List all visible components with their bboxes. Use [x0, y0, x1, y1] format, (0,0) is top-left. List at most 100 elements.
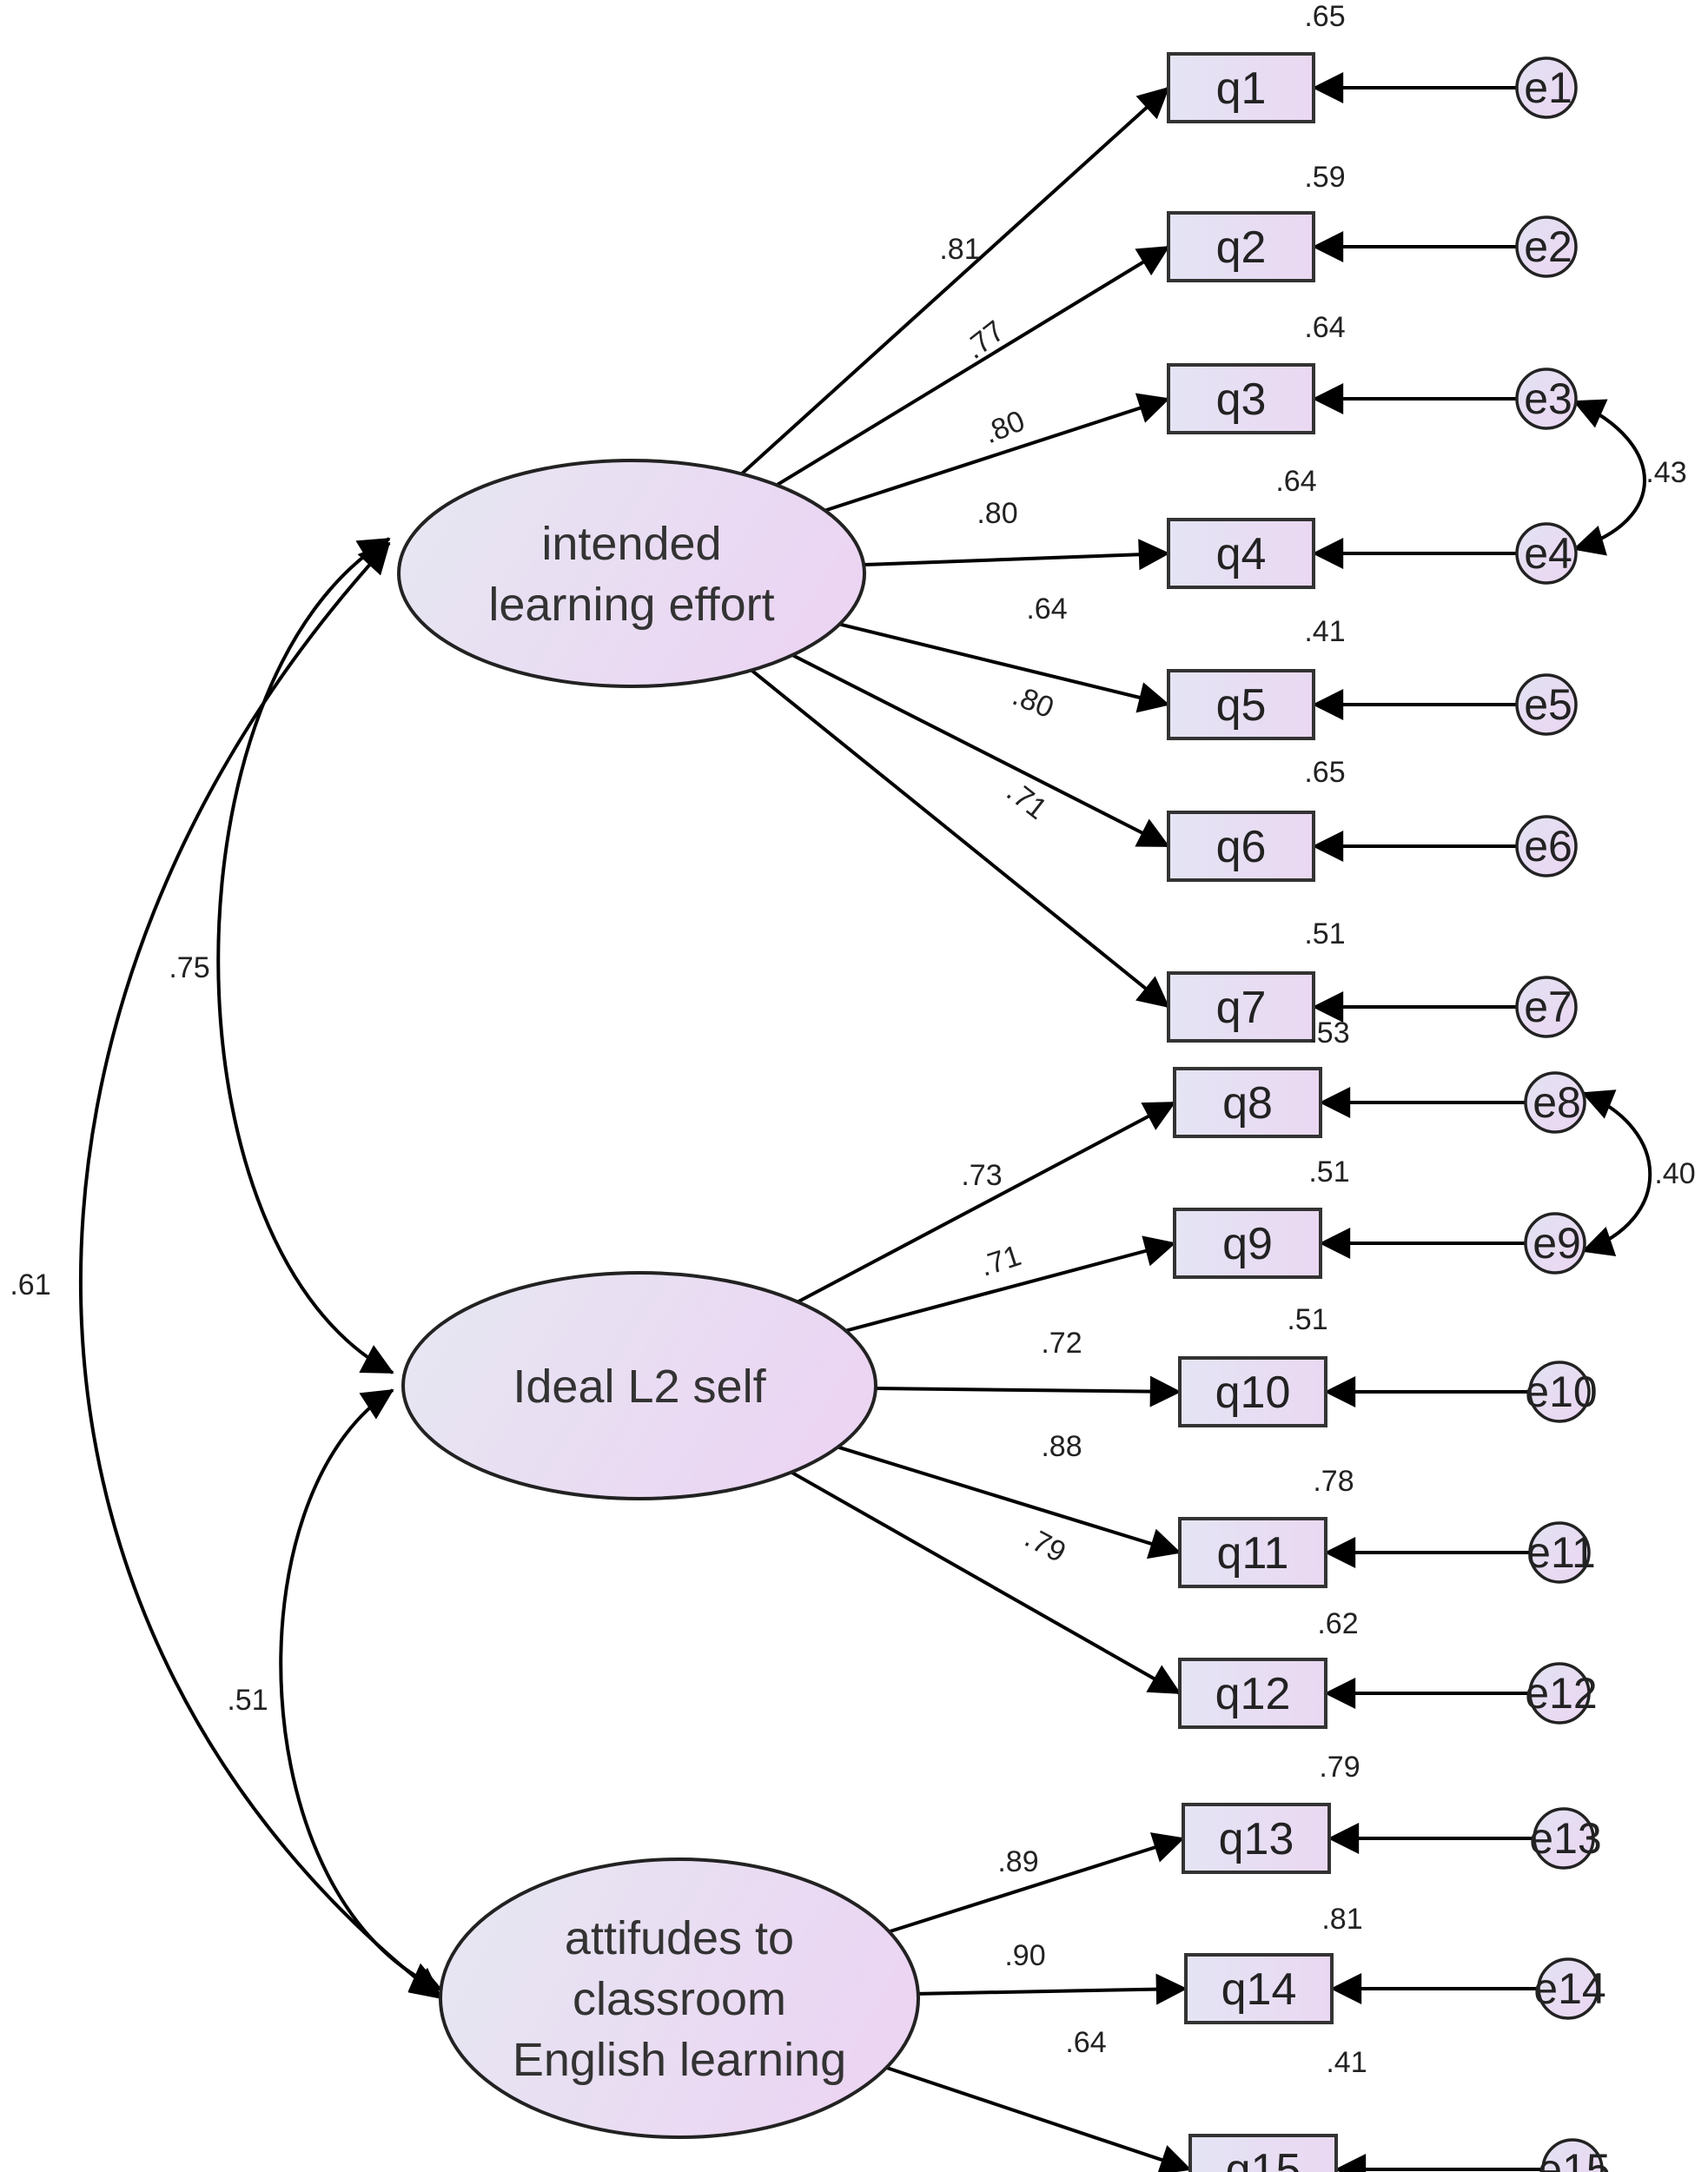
loading-label-q5: .64 [1026, 593, 1067, 626]
loading-label-q1: .81 [939, 233, 980, 266]
error-label-e8: e8 [1533, 1078, 1581, 1127]
loading-label-q10: .72 [1041, 1327, 1082, 1360]
error-covariance-e8-e9 [1581, 1089, 1652, 1257]
loading-arrow-q9 [845, 1235, 1176, 1333]
indicator-label-q14: q14 [1221, 1964, 1297, 2015]
error-covariance-label-e8-e9: .40 [1654, 1157, 1695, 1190]
r-squared-label-q14: .81 [1321, 1903, 1362, 1936]
indicator-label-q8: q8 [1222, 1078, 1273, 1129]
r-squared-label-q10: .51 [1287, 1303, 1327, 1336]
error-circle-e1 [1515, 56, 1578, 119]
r-squared-label-q5: .41 [1304, 615, 1345, 648]
indicator-label-q2: q2 [1216, 222, 1267, 273]
loading-arrow-q8 [797, 1101, 1176, 1304]
loading-label-q3: .80 [979, 404, 1029, 450]
edges-layer [78, 72, 1652, 2172]
r-squared-label-q4: .64 [1275, 465, 1316, 498]
indicator-label-q13: q13 [1219, 1814, 1294, 1864]
loading-arrow-q10 [875, 1375, 1182, 1407]
indicator-box-q6 [1167, 811, 1315, 882]
loading-arrow-q15 [885, 2065, 1192, 2172]
error-label-e9: e9 [1533, 1219, 1581, 1268]
latent-ellipse-l2 [401, 1271, 877, 1500]
error-label-e1: e1 [1524, 63, 1572, 112]
error-circle-e8 [1524, 1071, 1586, 1134]
r-squared-label-q3: .64 [1304, 311, 1345, 344]
error-label-e3: e3 [1524, 374, 1572, 423]
error-circle-e14 [1537, 1957, 1599, 2020]
loading-label-q15: .64 [1065, 2026, 1106, 2059]
loading-arrow-q6 [791, 653, 1170, 848]
error-circle-e6 [1515, 815, 1578, 877]
correlation-arc-l1-l2 [216, 537, 394, 1374]
error-label-e11: e11 [1526, 1528, 1596, 1577]
loading-arrow-q4 [864, 539, 1170, 571]
loading-label-q8: .73 [961, 1159, 1002, 1192]
error-covariance-label-e3-e4: .43 [1645, 456, 1686, 489]
indicator-box-q3 [1167, 363, 1315, 434]
latent-label-l2-line-1: Ideal L2 self [513, 1361, 766, 1413]
indicator-box-q7 [1167, 971, 1315, 1043]
r-squared-label-q9: .51 [1308, 1156, 1349, 1189]
error-label-e15: e15 [1538, 2145, 1610, 2172]
error-circle-e4 [1515, 522, 1578, 585]
indicator-label-q1: q1 [1216, 63, 1267, 114]
indicator-box-q1 [1167, 52, 1315, 123]
loading-arrow-q14 [917, 1973, 1188, 2005]
indicator-box-q2 [1167, 211, 1315, 282]
latent-label-l3-line-3: English learning [513, 2034, 846, 2086]
r-squared-label-q2: .59 [1304, 161, 1345, 194]
indicator-label-q15: q15 [1226, 2145, 1301, 2172]
error-label-e5: e5 [1524, 680, 1572, 729]
indicator-box-q9 [1173, 1208, 1322, 1279]
r-squared-label-q6: .65 [1304, 756, 1345, 789]
indicator-box-q8 [1173, 1067, 1322, 1138]
r-squared-label-q7: .51 [1304, 917, 1345, 950]
r-squared-label-q12: .62 [1317, 1607, 1358, 1640]
error-label-e12: e12 [1525, 1669, 1597, 1718]
r-squared-label-q1: .65 [1304, 0, 1345, 33]
latent-label-l1-line-1: intended [541, 518, 721, 570]
error-circle-e7 [1515, 976, 1578, 1038]
latent-label-l1-line-2: learning effort [488, 579, 774, 631]
nodes-layer [397, 52, 1604, 2172]
loading-arrow-q12 [790, 1470, 1182, 1695]
error-label-e14: e14 [1533, 1964, 1605, 2013]
error-label-e10: e10 [1525, 1367, 1597, 1416]
loading-label-q9: .71 [976, 1239, 1025, 1283]
r-squared-label-q15: .41 [1326, 2046, 1367, 2079]
error-circle-e2 [1515, 215, 1578, 278]
error-circle-e12 [1528, 1662, 1591, 1725]
correlation-label-l2-l3: .51 [227, 1684, 268, 1717]
indicator-box-q12 [1178, 1658, 1327, 1729]
indicator-label-q5: q5 [1216, 680, 1267, 731]
error-label-e2: e2 [1524, 222, 1572, 271]
loading-arrow-q1 [740, 86, 1170, 475]
r-squared-label-q8: .53 [1308, 1016, 1349, 1050]
correlation-label-l1-l3: .61 [10, 1268, 50, 1301]
loading-arrow-q13 [888, 1832, 1185, 1934]
indicator-label-q7: q7 [1216, 983, 1267, 1033]
indicator-label-q11: q11 [1217, 1528, 1289, 1579]
latent-label-l3-line-2: classroom [573, 1973, 786, 2025]
loading-arrow-q3 [824, 393, 1170, 513]
loading-label-q6: .80 [1008, 679, 1058, 725]
loading-arrow-q7 [750, 668, 1170, 1009]
loading-label-q4: .80 [976, 497, 1017, 530]
loading-arrow-q5 [838, 622, 1170, 713]
indicator-label-q6: q6 [1216, 822, 1267, 872]
loading-label-q12: .79 [1019, 1520, 1071, 1569]
indicator-label-q10: q10 [1215, 1367, 1291, 1418]
loading-arrow-q11 [837, 1445, 1182, 1559]
indicator-box-q14 [1184, 1953, 1334, 2024]
error-circle-e10 [1528, 1361, 1591, 1423]
error-circle-e11 [1528, 1521, 1591, 1584]
latent-ellipse-l3 [439, 1857, 920, 2139]
error-circle-e5 [1515, 673, 1578, 736]
error-label-e4: e4 [1524, 529, 1572, 578]
correlation-arc-l2-l3 [279, 1388, 443, 1992]
indicator-label-q3: q3 [1216, 374, 1267, 425]
error-circle-e15 [1541, 2138, 1604, 2172]
error-label-e7: e7 [1524, 983, 1572, 1031]
